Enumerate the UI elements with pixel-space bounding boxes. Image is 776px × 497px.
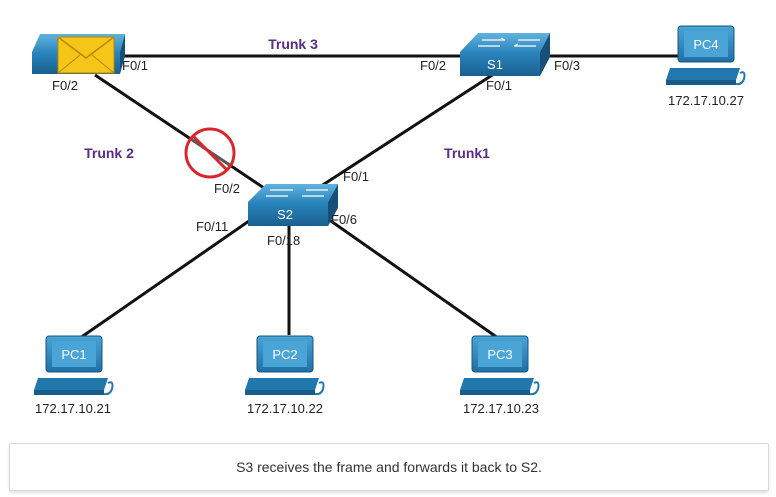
caption-text: S3 receives the frame and forwards it ba… — [236, 459, 542, 475]
port-label-s2-f06: F0/6 — [331, 212, 357, 227]
caption-box: S3 receives the frame and forwards it ba… — [9, 443, 769, 491]
envelope-icon — [57, 36, 115, 74]
switch-s1[interactable]: S1 — [460, 33, 550, 76]
trunk2-label: Trunk 2 — [84, 145, 134, 161]
pc3-label: PC3 — [487, 347, 512, 362]
pc1-ip: 172.17.10.21 — [35, 401, 111, 416]
switch-s1-label: S1 — [487, 57, 503, 72]
port-label-s1-f03: F0/3 — [554, 58, 580, 73]
pc2-ip: 172.17.10.22 — [247, 401, 323, 416]
blocked-port-icon — [184, 127, 236, 179]
port-label-s2-f011: F0/11 — [196, 219, 228, 234]
links — [79, 54, 678, 340]
network-diagram: S1 S2 PC1 — [32, 25, 746, 416]
port-label-s2-f01: F0/1 — [343, 169, 369, 184]
link-s2-pc3 — [317, 210, 499, 340]
pc1[interactable]: PC1 — [34, 335, 114, 396]
port-label-s3-f02: F0/2 — [52, 78, 78, 93]
port-label-s2-f02: F0/2 — [214, 181, 240, 196]
pc4-label: PC4 — [693, 37, 718, 52]
pc3[interactable]: PC3 — [460, 335, 540, 396]
switch-s2-label: S2 — [277, 207, 293, 222]
port-label-s1-f01: F0/1 — [486, 78, 512, 93]
pc-icon — [460, 335, 540, 396]
pc3-ip: 172.17.10.23 — [463, 401, 539, 416]
trunk1-label: Trunk1 — [444, 145, 490, 161]
switch-icon — [248, 184, 338, 202]
switch-s3[interactable] — [32, 34, 125, 74]
link-s3-s2 — [94, 73, 271, 194]
trunk3-label: Trunk 3 — [268, 36, 318, 52]
switch-s2[interactable]: S2 — [248, 184, 338, 226]
pc4-ip: 172.17.10.27 — [668, 93, 744, 108]
pc2[interactable]: PC2 — [245, 335, 325, 396]
pc-icon — [34, 335, 114, 396]
pc1-label: PC1 — [61, 347, 86, 362]
link-s1-s2 — [314, 68, 501, 192]
link-s2-pc1 — [79, 210, 263, 340]
port-label-s3-f01: F0/1 — [122, 58, 148, 73]
pc-icon — [666, 25, 746, 86]
port-label-s2-f018: F0/18 — [267, 233, 300, 248]
pc-icon — [245, 335, 325, 396]
switch-icon — [460, 33, 550, 52]
port-label-s1-f02: F0/2 — [420, 58, 446, 73]
pc2-label: PC2 — [272, 347, 297, 362]
pc4[interactable]: PC4 — [666, 25, 746, 86]
